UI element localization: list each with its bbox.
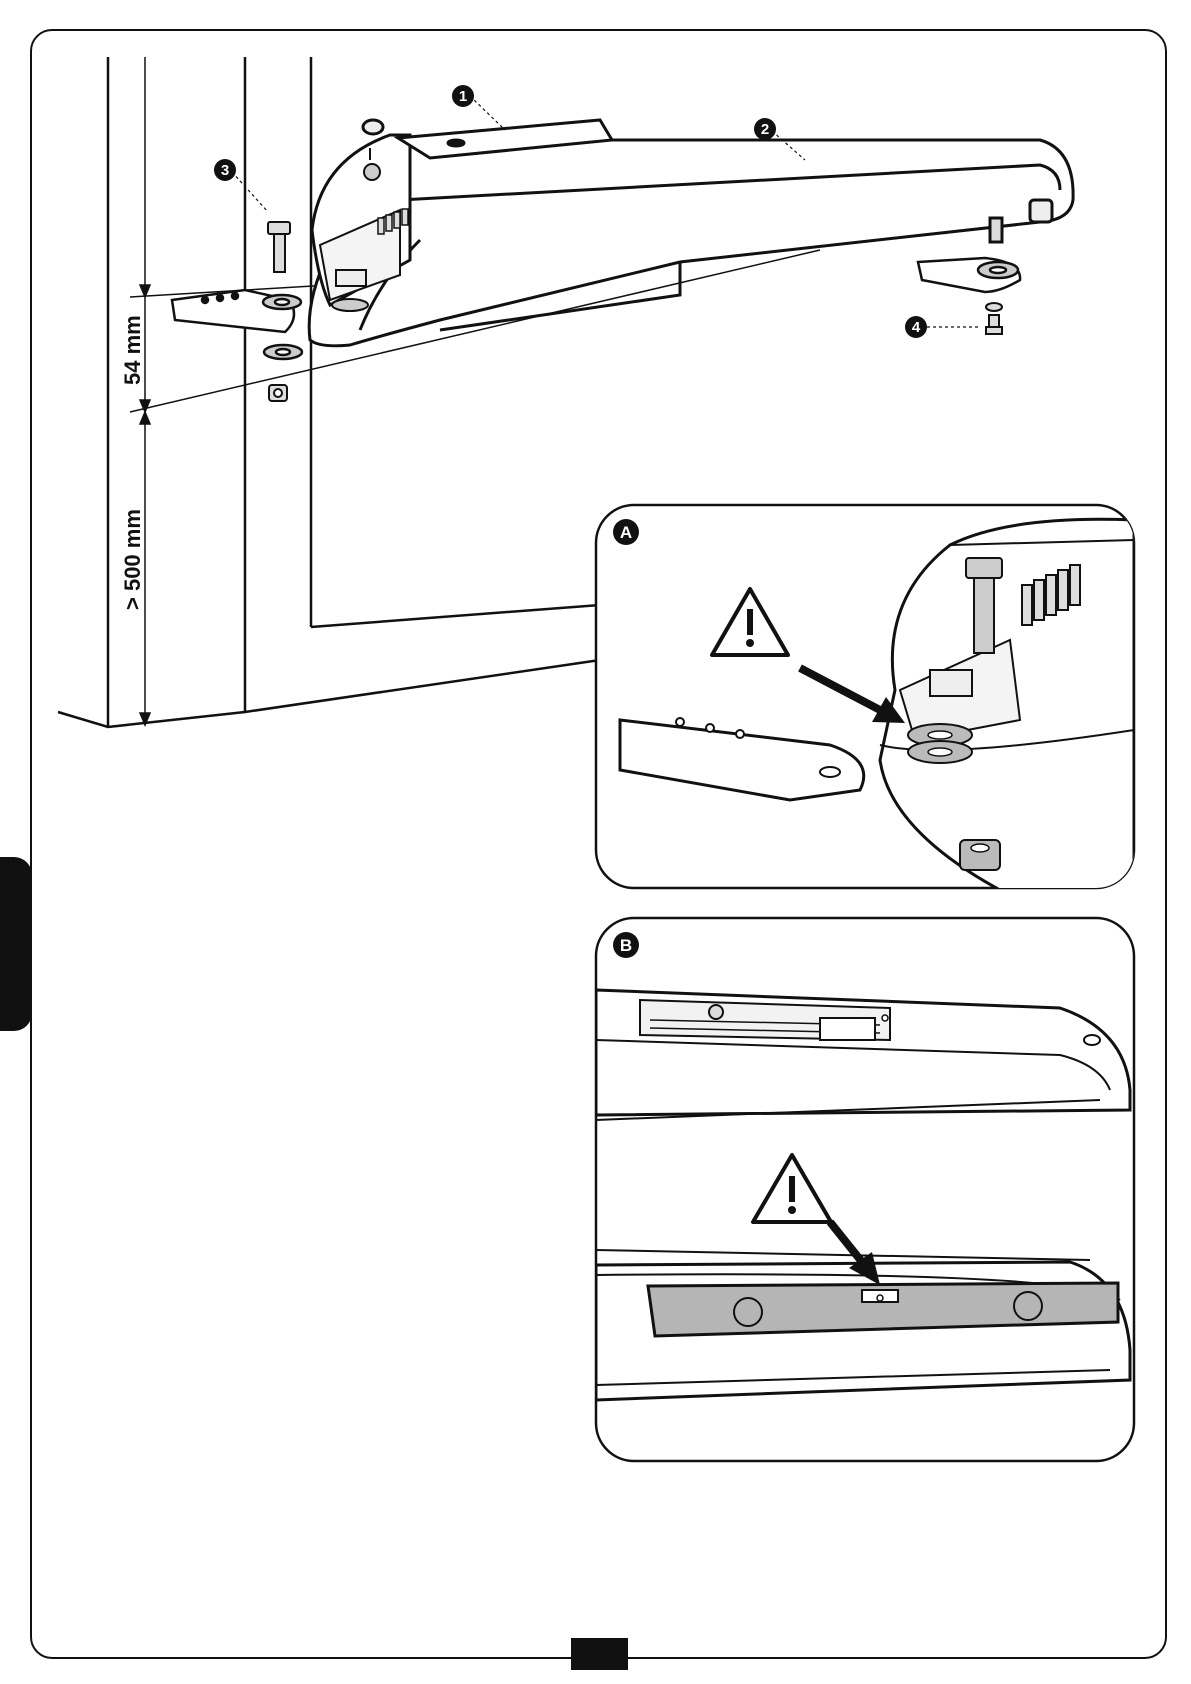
callout-4: 4 (905, 316, 980, 338)
svg-text:3: 3 (221, 162, 229, 179)
dimension-500mm: > 500 mm (120, 509, 145, 610)
inset-b: B (596, 918, 1134, 1461)
bracket-screw (986, 303, 1002, 334)
hinge-bolt (268, 222, 290, 272)
svg-text:B: B (620, 936, 632, 955)
svg-text:1: 1 (459, 88, 467, 105)
inset-b-label: B (613, 932, 639, 958)
inset-a-label: A (613, 519, 639, 545)
operator-body (309, 140, 1073, 346)
hinge-nut (269, 385, 287, 401)
svg-text:2: 2 (761, 121, 769, 138)
gate-bracket (918, 258, 1020, 292)
callout-1: 1 (452, 85, 505, 130)
callout-3: 3 (214, 159, 268, 212)
svg-text:A: A (620, 523, 632, 542)
svg-text:4: 4 (912, 319, 921, 336)
inset-a: A (596, 505, 1134, 890)
pillar-bracket (172, 290, 302, 359)
dimension-54mm: 54 mm (120, 315, 145, 385)
